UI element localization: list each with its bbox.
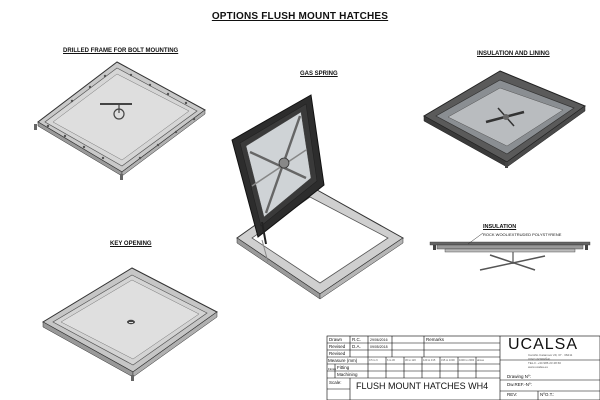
tb-measure-range: 1000 to 2000 — [459, 359, 475, 362]
insulation-note-detail: ROCK WOOL/EXTRUDED POLYSTYRENE — [483, 232, 562, 237]
company-web: www.ucalsa.es — [528, 365, 548, 369]
drilled-frame-hatch-drawing — [34, 61, 206, 180]
tb-drawn-by: R.C. — [352, 337, 361, 342]
tb-drawn-label: Drawn — [329, 337, 343, 342]
tb-finish-label: Finish — [328, 367, 337, 371]
tb-rev-label: REV: — [507, 392, 518, 397]
gas-spring-label: GAS SPRING — [300, 71, 338, 77]
key-opening-hatch-drawing — [42, 267, 218, 381]
tb-measure-label: Measure (mm) — [328, 358, 358, 363]
tb-scale-label: Scale: — [329, 380, 342, 385]
insulation-section-drawing — [429, 232, 591, 271]
insulation-lining-label: INSULATION AND LINING — [477, 51, 550, 57]
tb-no-t-label: NºO.T.: — [540, 392, 555, 397]
tb-fitting-label: Fitting — [337, 365, 350, 370]
tb-revised2-label: Revised — [329, 351, 346, 356]
company-logo: UCALSA — [508, 336, 579, 353]
tb-drawn-date: 29/06/2016 — [370, 338, 388, 342]
sheet-title: OPTIONS FLUSH MOUNT HATCHES — [211, 11, 389, 22]
tb-dw-ref-label: Dw.REF.-Nº: — [507, 382, 532, 387]
tb-revised-date: 09/05/2018 — [370, 345, 388, 349]
insulation-lining-hatch-drawing — [422, 70, 587, 168]
tb-remarks-label: Remarks — [426, 337, 445, 342]
tb-measure-range: 6 to 30 — [387, 359, 395, 362]
drilled-frame-label: DRILLED FRAME FOR BOLT MOUNTING — [63, 48, 179, 54]
tb-measure-range: above — [477, 359, 485, 362]
tb-revised-by: D.A. — [352, 344, 361, 349]
company-address: Camiño Catamoor 29, 37 · 36211 — [528, 353, 573, 357]
title-block-frame — [326, 335, 600, 400]
gas-spring-hatch-drawing — [231, 94, 404, 300]
tb-measure-range: 0.5 to 6 — [369, 359, 378, 362]
insulation-note-title: INSULATION — [483, 224, 517, 230]
tb-measure-range: 30 to 120 — [405, 359, 416, 362]
key-opening-label: KEY OPENING — [110, 241, 152, 247]
tb-drawing-title: FLUSH MOUNT HATCHES WH4 — [356, 381, 489, 391]
company-phone: TEL.F. +34 986 23 48 60 — [528, 361, 561, 365]
tb-revised-label: Revised — [329, 344, 346, 349]
tb-machining-label: Machining — [337, 372, 358, 377]
tb-measure-range: 120 to 315 — [423, 359, 436, 362]
company-city: VIGO (ESPAÑA) — [528, 357, 551, 361]
tb-drawing-no-label: Drawing Nº: — [507, 374, 531, 379]
tb-measure-range: 315 to 1000 — [441, 359, 455, 362]
